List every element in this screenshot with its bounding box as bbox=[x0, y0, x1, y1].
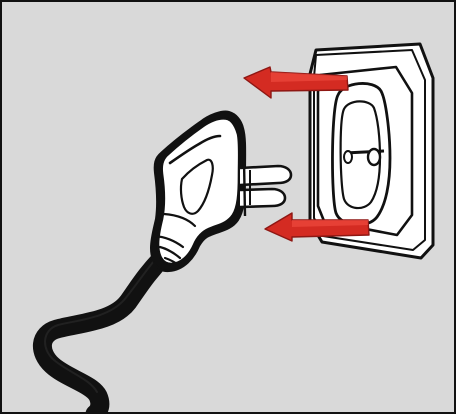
plug-face-line bbox=[244, 160, 245, 216]
plug-pin-lower bbox=[240, 189, 285, 207]
socket-hole-right bbox=[368, 149, 380, 165]
socket-hole-left bbox=[344, 151, 352, 163]
plug-pin-upper bbox=[240, 166, 291, 185]
